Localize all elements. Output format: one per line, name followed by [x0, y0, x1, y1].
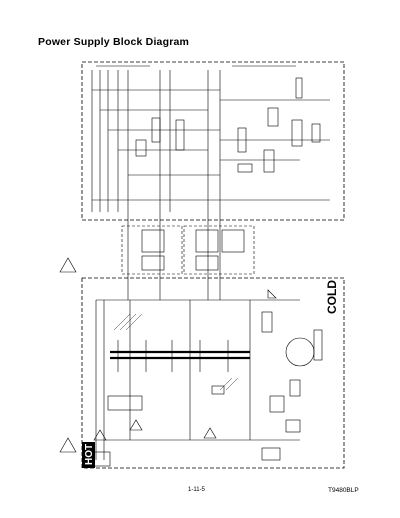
upper-board-outline [81, 61, 345, 221]
svg-text:COLD: COLD [325, 280, 339, 314]
connector-block-right [183, 225, 255, 275]
page-title: Power Supply Block Diagram [38, 36, 190, 48]
lower-board-outline [81, 277, 345, 469]
page-number: 1-11-5 [188, 487, 205, 493]
hot-label: HOT [82, 442, 95, 468]
model-number: T9480BLP [328, 487, 359, 494]
connector-block-left [121, 225, 183, 275]
cold-label: COLD [325, 280, 339, 314]
svg-text:HOT: HOT [84, 444, 95, 465]
